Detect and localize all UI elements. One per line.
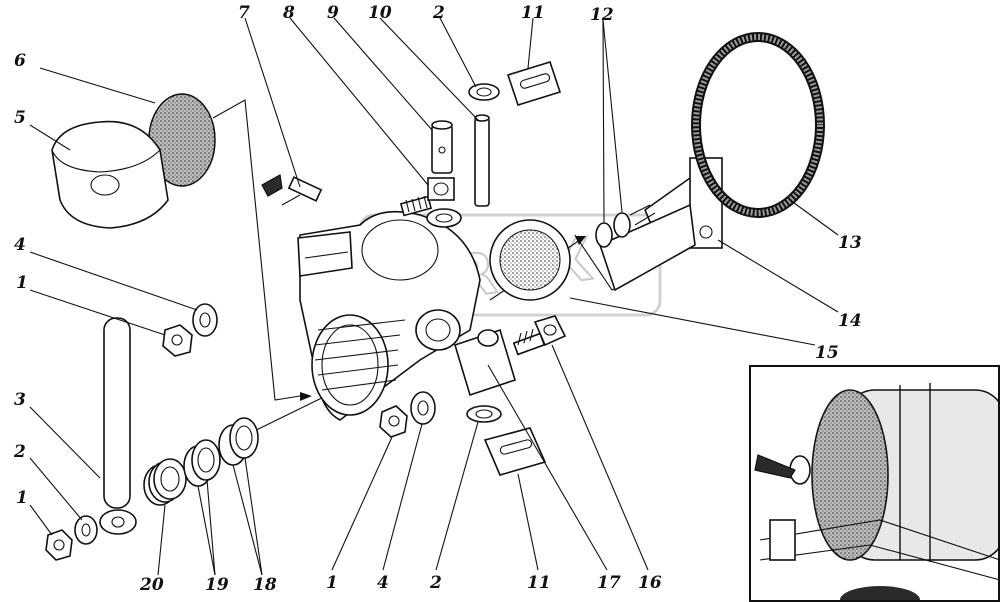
washer-2-left <box>74 515 98 545</box>
callout-2: 2 <box>13 442 26 462</box>
washer-2-top <box>426 83 500 228</box>
callout-4: 4 <box>377 573 389 593</box>
part-19-rings <box>183 439 221 487</box>
callout-20: 20 <box>139 575 164 595</box>
washer-4-upper <box>192 303 218 337</box>
part-11-cotter-bottom <box>483 427 547 476</box>
callout-13: 13 <box>838 233 862 253</box>
callout-8: 8 <box>282 3 295 23</box>
nut-1-center <box>379 405 408 438</box>
inset-detail <box>749 365 1000 602</box>
callout-1: 1 <box>16 273 28 293</box>
washer-4-center <box>410 391 436 425</box>
callout-labels: 6 5 4 1 3 2 1 7 8 9 10 2 11 12 13 14 15 … <box>13 3 862 595</box>
part-20-spring <box>143 458 187 506</box>
callout-11: 11 <box>521 3 545 23</box>
callout-11: 11 <box>527 573 551 593</box>
callout-17: 17 <box>597 573 621 593</box>
callout-10: 10 <box>368 3 392 23</box>
part-housing <box>297 210 571 421</box>
part-13-gasket <box>691 32 825 218</box>
callout-6: 6 <box>14 51 26 71</box>
callout-15: 15 <box>815 343 839 363</box>
nut-1-left <box>45 529 73 561</box>
leader-lines <box>29 17 839 576</box>
callout-9: 9 <box>327 3 339 23</box>
callout-7: 7 <box>238 3 250 23</box>
nut-1-upper <box>162 324 193 357</box>
part-10-pin <box>474 114 490 207</box>
callout-4: 4 <box>14 235 26 255</box>
part-8-bolt <box>399 177 455 217</box>
part-16-bolt <box>512 315 567 356</box>
part-3-lever <box>99 317 137 535</box>
part-9-pin <box>431 120 453 174</box>
callout-18: 18 <box>253 575 277 595</box>
part-12-rings <box>595 212 631 248</box>
callout-2: 2 <box>432 3 445 23</box>
callout-1: 1 <box>326 573 338 593</box>
callout-5: 5 <box>14 108 26 128</box>
callout-12: 12 <box>590 5 614 25</box>
callout-19: 19 <box>205 575 229 595</box>
washer-2-bottom <box>466 405 502 423</box>
callout-2: 2 <box>429 573 442 593</box>
part-11-cotter-top <box>506 61 562 106</box>
part-7-wing-bolt <box>261 174 323 206</box>
part-6-disc <box>148 93 216 187</box>
callout-1: 1 <box>16 488 28 508</box>
part-18-rings <box>218 417 259 466</box>
callout-3: 3 <box>14 390 26 410</box>
part-5-cap <box>51 120 169 229</box>
callout-14: 14 <box>838 311 862 331</box>
callout-16: 16 <box>638 573 662 593</box>
